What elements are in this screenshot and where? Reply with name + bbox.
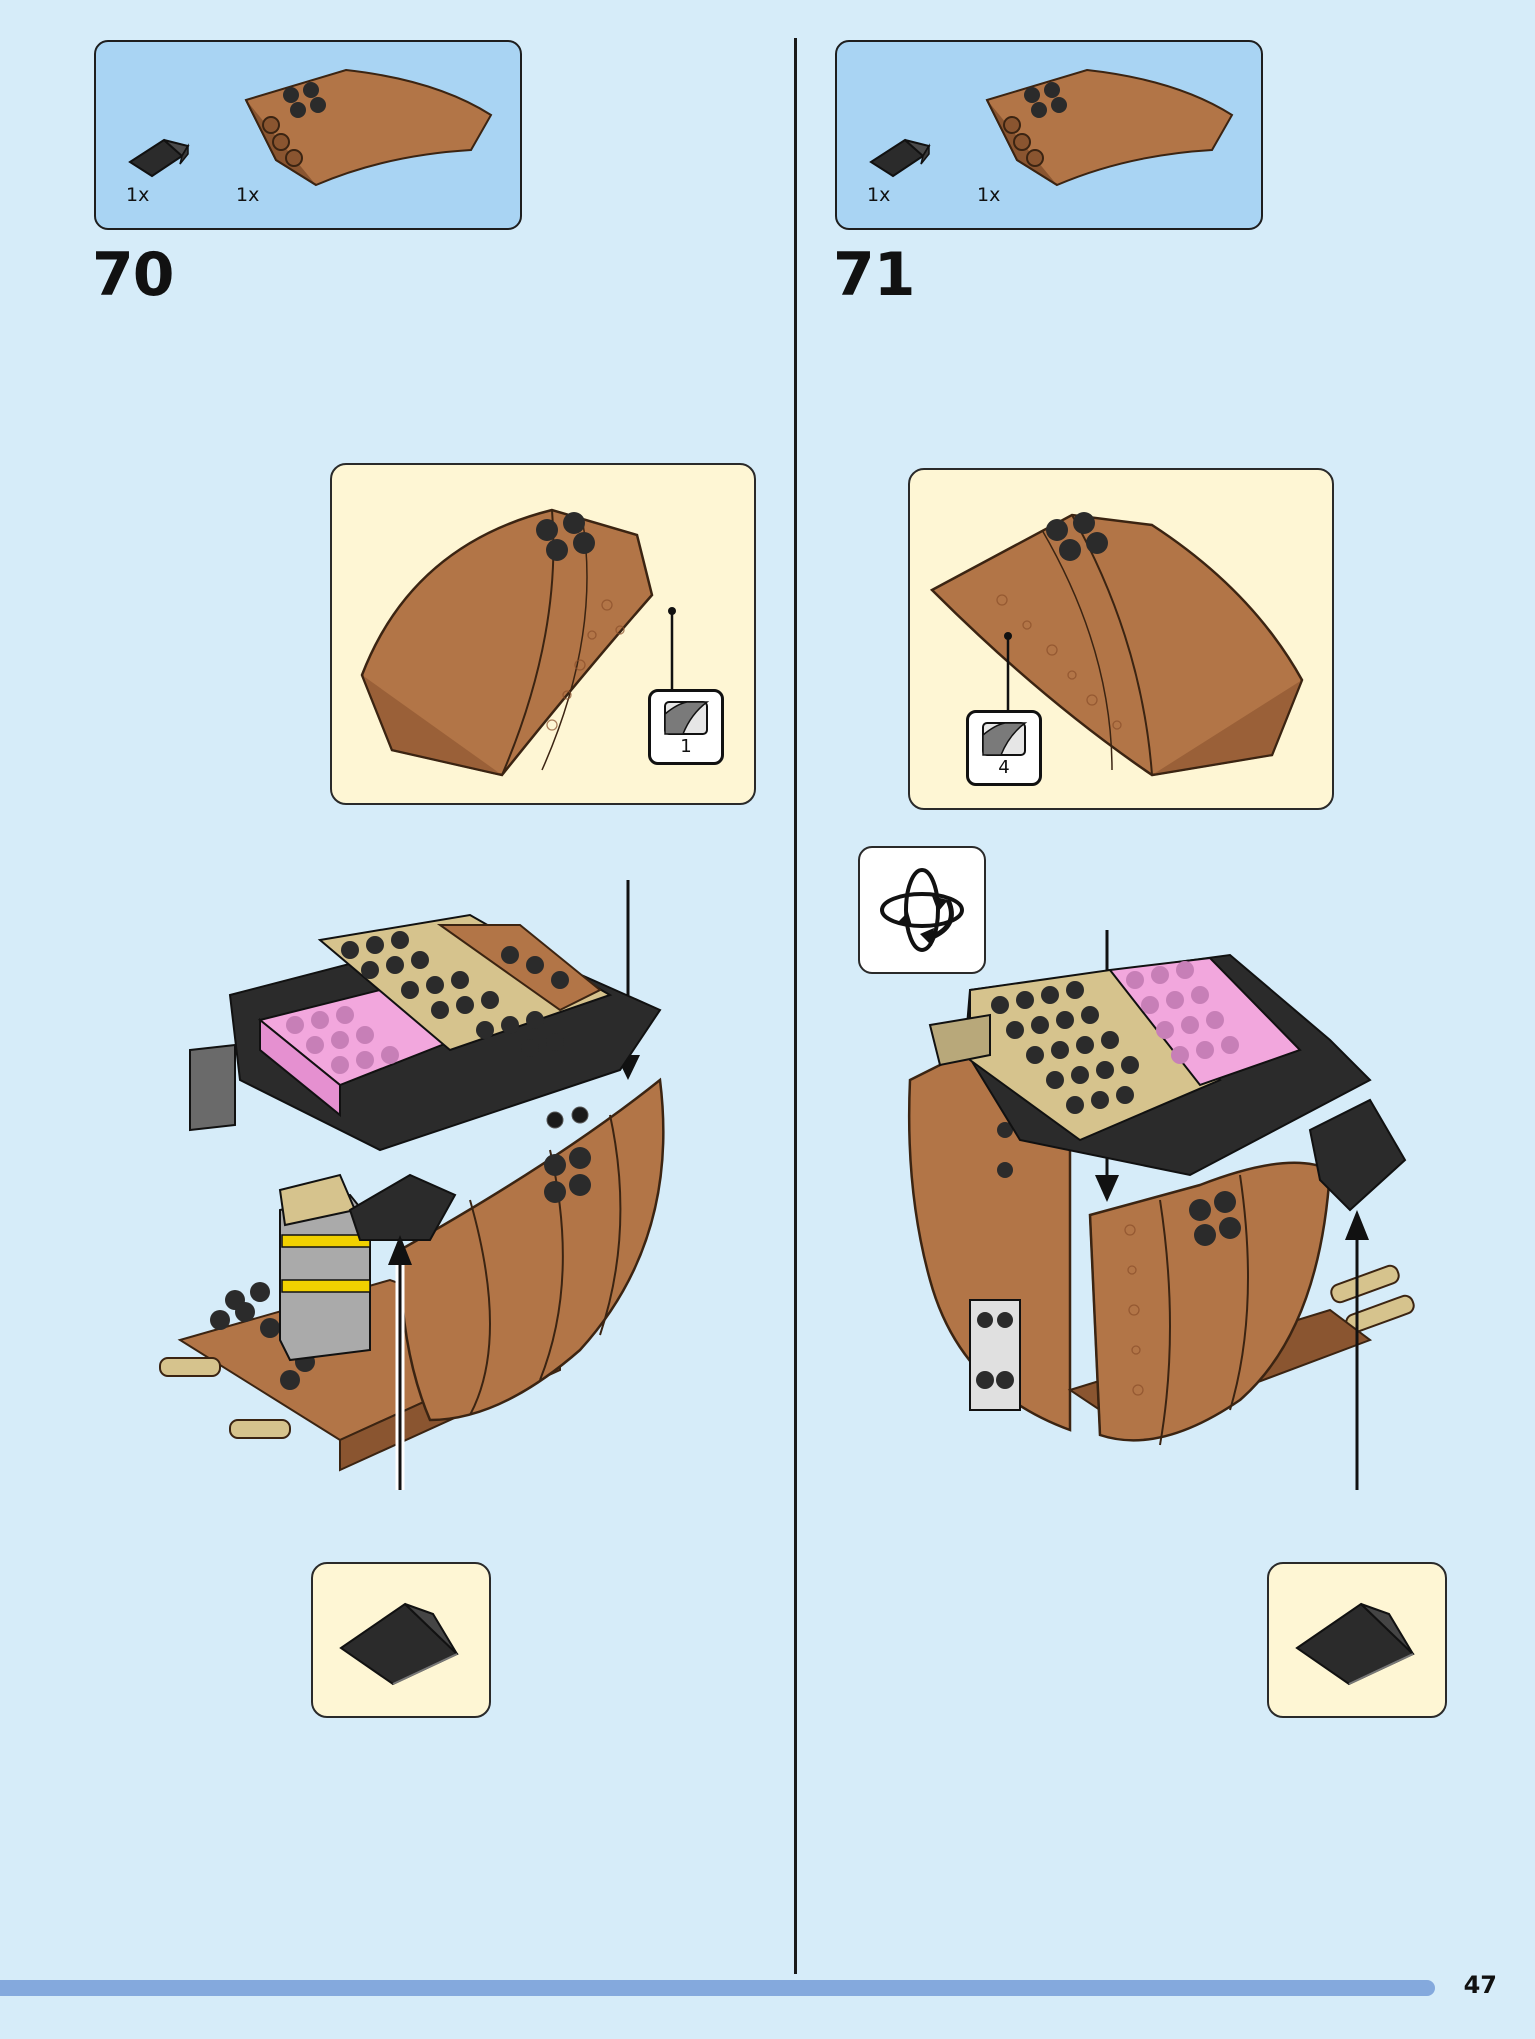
sticker-icon bbox=[982, 722, 1028, 756]
progress-bar bbox=[0, 1980, 1435, 1996]
part-callout bbox=[311, 1562, 491, 1718]
black-slope-icon bbox=[869, 138, 931, 178]
sticker-badge: 1 bbox=[648, 689, 724, 765]
part-quantity: 1x bbox=[867, 184, 891, 206]
rotate-model-badge bbox=[858, 846, 986, 974]
brown-curved-wedge-icon bbox=[929, 512, 1304, 777]
rotate-icon bbox=[880, 868, 964, 952]
svg-text:4: 4 bbox=[998, 757, 1009, 778]
step-divider bbox=[794, 38, 797, 1974]
subassembly-callout: 4 bbox=[908, 468, 1334, 810]
sticker-badge: 4 bbox=[966, 710, 1042, 786]
part-quantity: 1x bbox=[126, 184, 150, 206]
page-number: 47 bbox=[1463, 1971, 1497, 1999]
step-number: 70 bbox=[92, 240, 174, 310]
model-assembly-step-71 bbox=[907, 930, 1415, 1490]
model-assembly-step-70 bbox=[159, 880, 665, 1490]
step-number: 71 bbox=[833, 240, 915, 310]
black-slope-icon bbox=[339, 1602, 459, 1686]
part-quantity: 1x bbox=[977, 184, 1001, 206]
parts-list-step-71: 1x 1x bbox=[835, 40, 1263, 230]
brown-curved-wedge-icon bbox=[360, 508, 654, 777]
subassembly-callout: 1 bbox=[330, 463, 756, 805]
sticker-pointer-line bbox=[1004, 632, 1012, 715]
parts-list-step-70: 1x 1x bbox=[94, 40, 522, 230]
sticker-number-label: 1 bbox=[680, 736, 691, 757]
svg-text:1: 1 bbox=[680, 736, 691, 757]
sticker-pointer-line bbox=[668, 607, 676, 700]
black-slope-icon bbox=[128, 138, 190, 178]
brown-curved-wedge-icon bbox=[244, 68, 493, 187]
black-slope-icon bbox=[1295, 1602, 1415, 1686]
part-quantity: 1x bbox=[236, 184, 260, 206]
sticker-icon bbox=[664, 701, 710, 735]
part-callout bbox=[1267, 1562, 1447, 1718]
brown-curved-wedge-icon bbox=[985, 68, 1234, 187]
sticker-number-label: 4 bbox=[998, 757, 1009, 778]
